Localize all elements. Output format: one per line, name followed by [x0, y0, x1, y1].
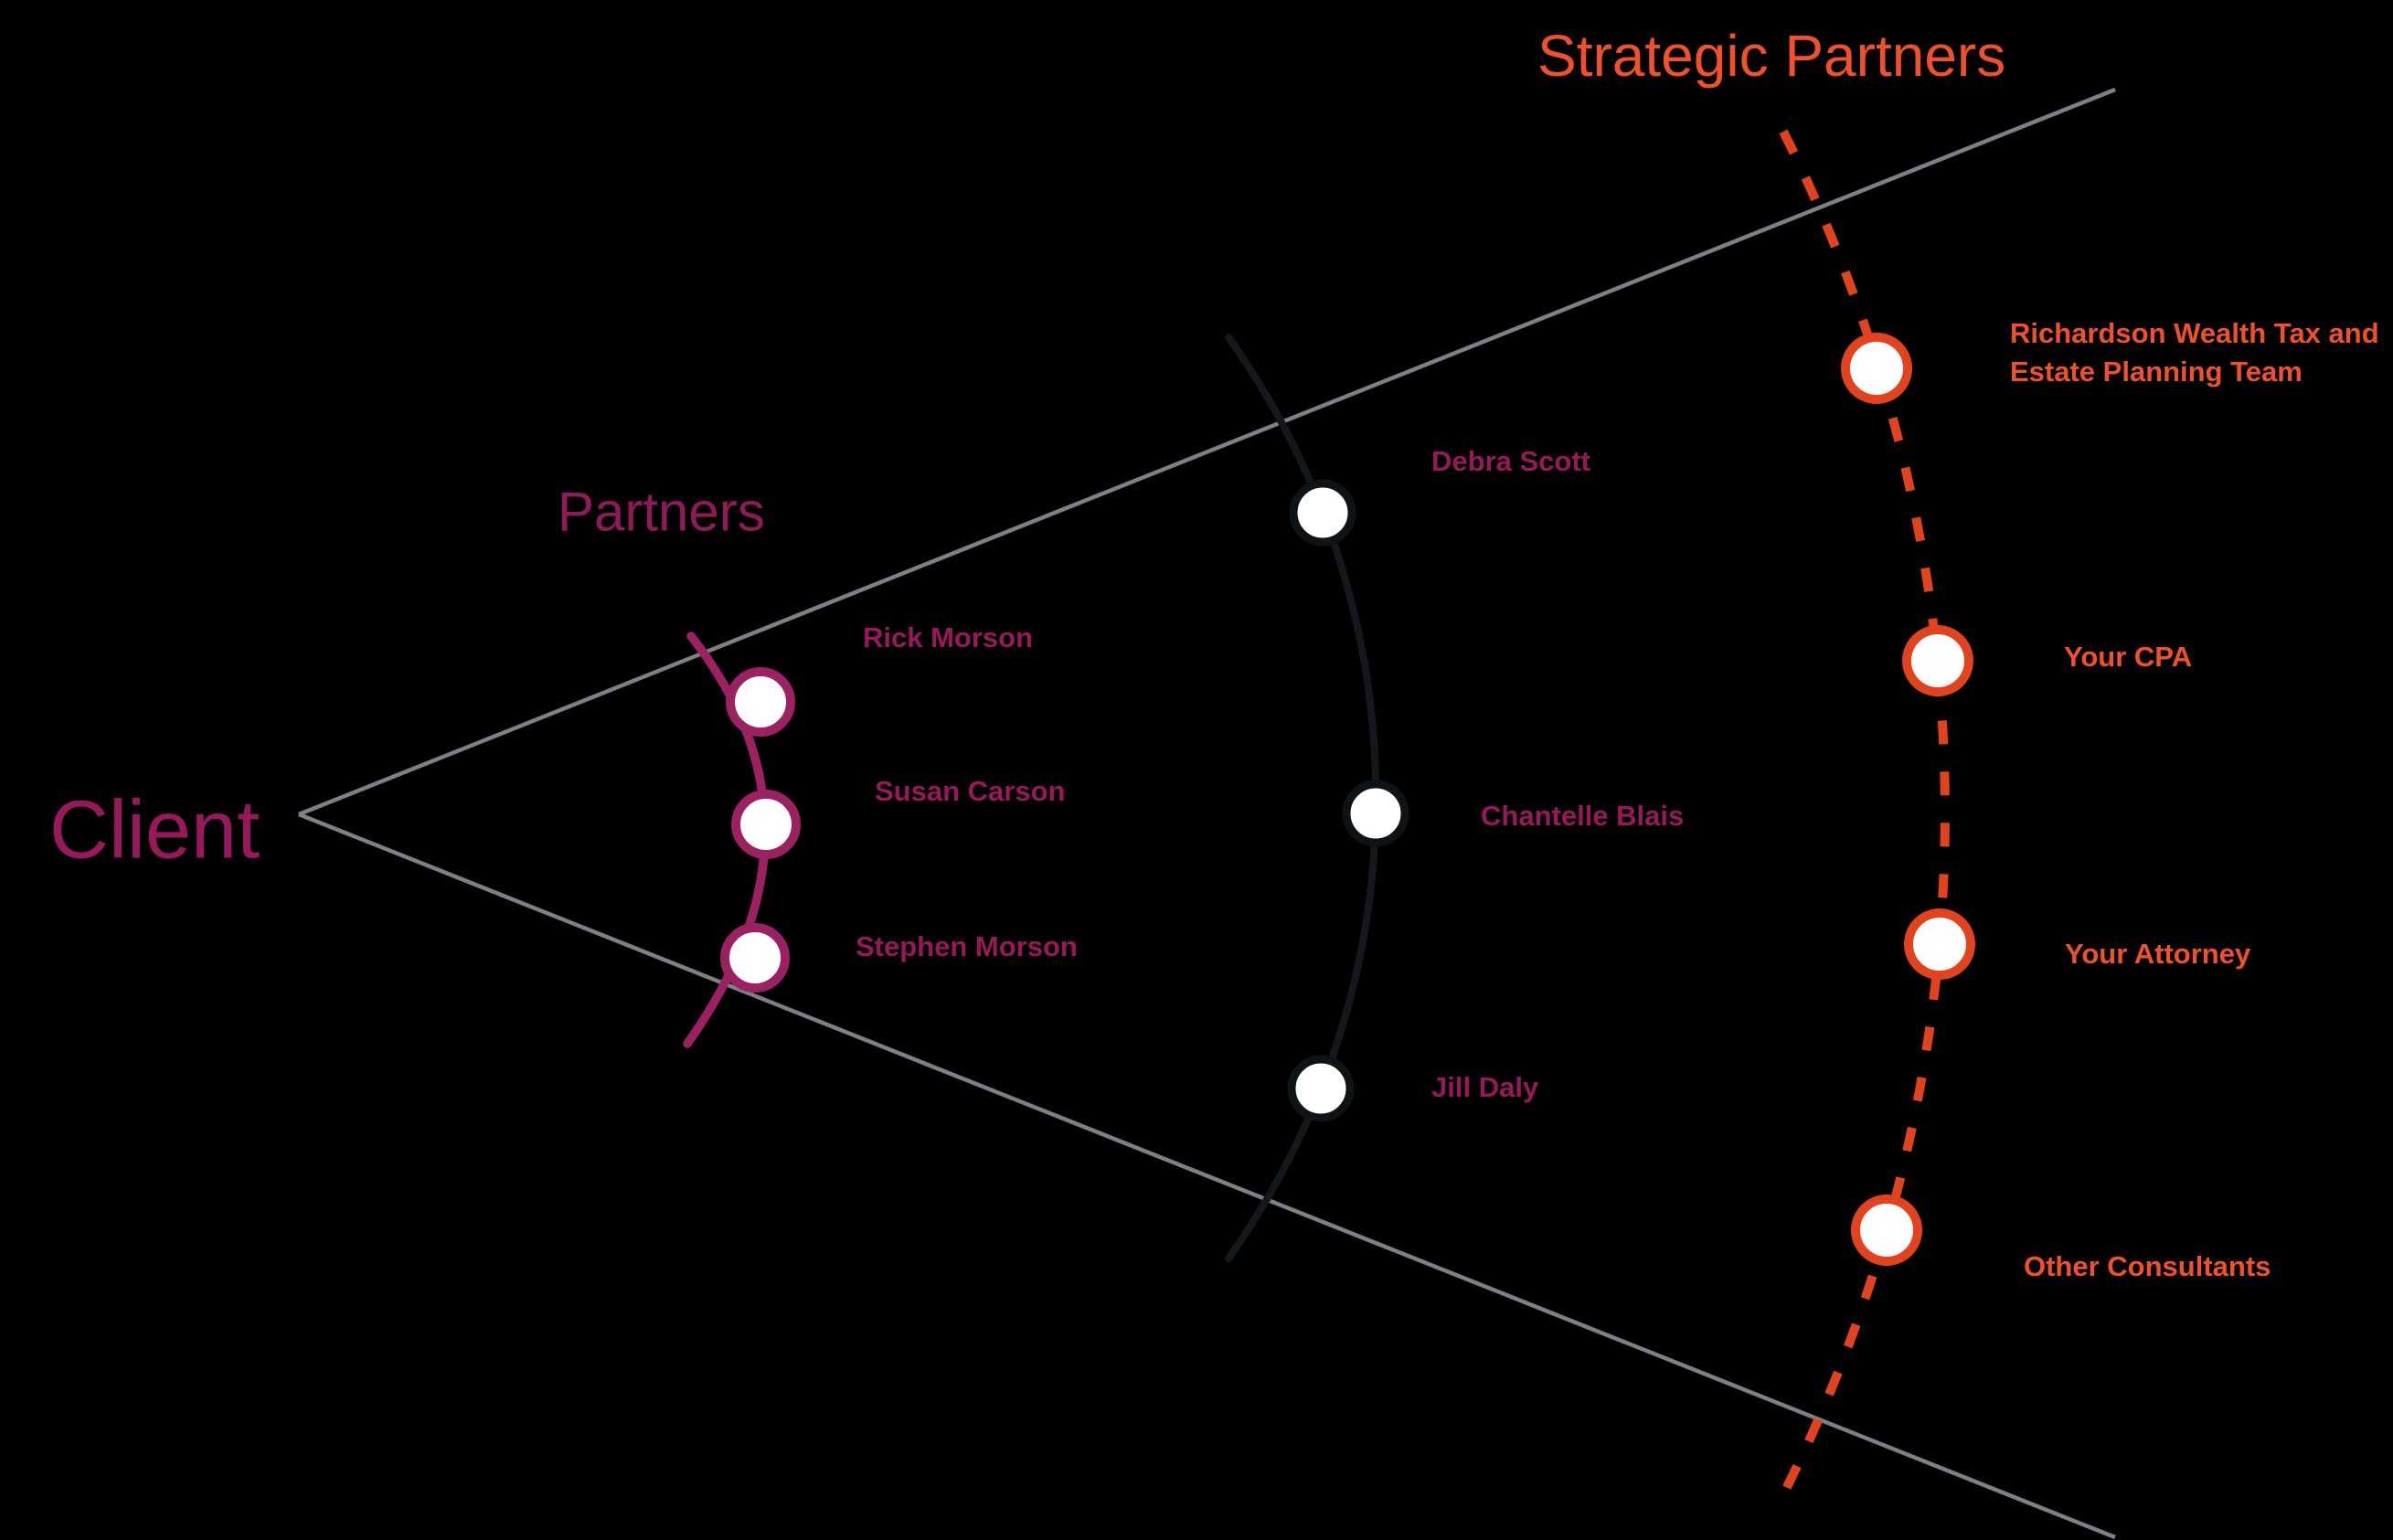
- node-debra-scott: [1289, 479, 1356, 547]
- node-susan-carson: [731, 790, 801, 859]
- node-your-attorney: [1904, 908, 1975, 980]
- label-your-attorney: Your Attorney: [2065, 938, 2251, 971]
- node-chantelle-blais: [1342, 780, 1409, 847]
- strategic-partners-arc: [1779, 129, 1950, 1497]
- advisor-team-nodes: [1287, 479, 1409, 1122]
- strategic-nodes: [1841, 333, 1975, 1266]
- label-stephen-morson: Stephen Morson: [856, 930, 1078, 963]
- node-other-consultants: [1851, 1195, 1922, 1266]
- node-stephen-morson: [720, 923, 790, 993]
- label-your-cpa: Your CPA: [2064, 641, 2193, 674]
- label-rick-morson: Rick Morson: [863, 621, 1034, 654]
- label-chantelle-blais: Chantelle Blais: [1481, 800, 1685, 833]
- client-header: Client: [49, 784, 261, 876]
- node-richardson-team: [1841, 333, 1912, 404]
- node-your-cpa: [1902, 625, 1973, 696]
- client-wedge-lines: [298, 87, 2116, 1540]
- label-susan-carson: Susan Carson: [875, 775, 1066, 808]
- node-jill-daly: [1287, 1055, 1355, 1122]
- label-jill-daly: Jill Daly: [1431, 1071, 1539, 1104]
- partners-nodes: [720, 667, 801, 993]
- node-rick-morson: [726, 667, 795, 737]
- label-richardson-team: Richardson Wealth Tax and Estate Plannin…: [2010, 317, 2379, 388]
- label-debra-scott: Debra Scott: [1431, 445, 1590, 478]
- wedge-line-lower: [298, 812, 2116, 1540]
- strategic-partners-header: Strategic Partners: [1537, 23, 2006, 90]
- label-other-consultants: Other Consultants: [2024, 1250, 2271, 1283]
- wedge-line-upper: [298, 87, 2116, 817]
- partners-header: Partners: [558, 481, 765, 543]
